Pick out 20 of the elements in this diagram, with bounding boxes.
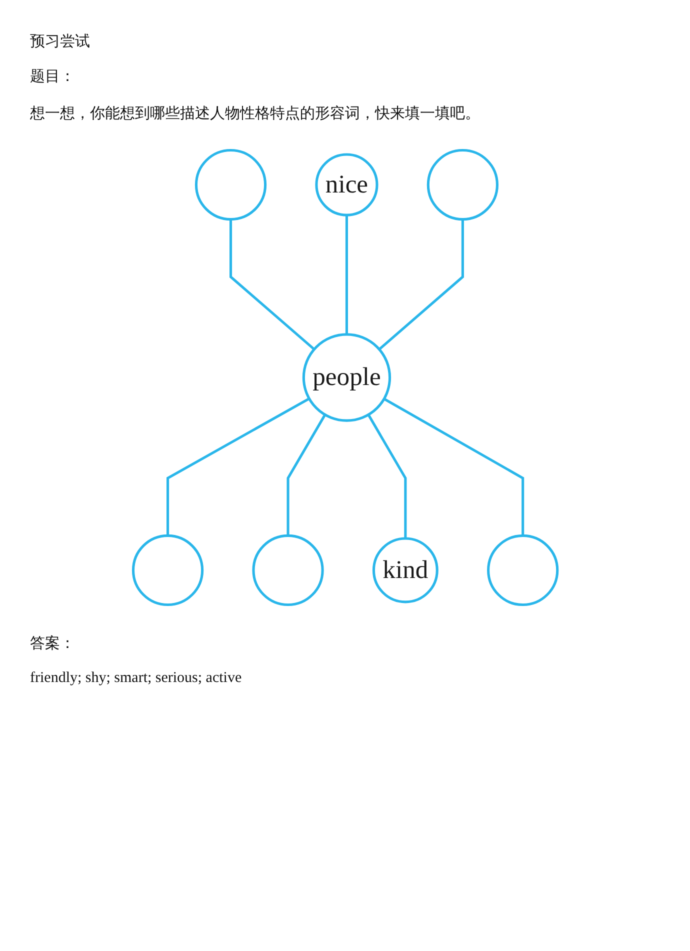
answer-text: friendly; shy; smart; serious; active bbox=[30, 669, 242, 688]
connector bbox=[345, 215, 348, 334]
node-ellipse bbox=[486, 534, 558, 606]
answer-label: 答案： bbox=[30, 633, 75, 653]
question-text: 想一想，你能想到哪些描述人物性格特点的形容词，快来填一填吧。 bbox=[30, 103, 480, 123]
node-ellipse bbox=[252, 534, 324, 606]
connector bbox=[286, 414, 326, 536]
connector bbox=[367, 414, 406, 539]
question-label: 题目： bbox=[30, 66, 75, 86]
node-circle: people bbox=[302, 333, 391, 422]
node-ellipse bbox=[132, 534, 204, 606]
connector bbox=[383, 398, 524, 536]
node-ellipse bbox=[426, 148, 498, 221]
node-circle: nice bbox=[314, 153, 378, 216]
node-circle: kind bbox=[372, 537, 438, 604]
section-heading: 预习尝试 bbox=[30, 31, 90, 51]
connector bbox=[229, 219, 315, 350]
connector bbox=[166, 397, 310, 536]
node-ellipse bbox=[194, 148, 266, 221]
connector bbox=[378, 219, 464, 350]
